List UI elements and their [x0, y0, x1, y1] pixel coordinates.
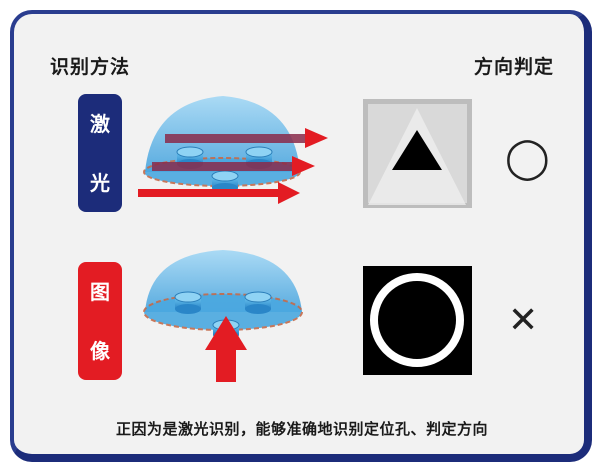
laser-tag: 激 光 — [78, 94, 122, 212]
ring-mark — [370, 273, 464, 367]
laser-hole-right — [245, 146, 273, 169]
laser-tag-char-2: 光 — [90, 170, 110, 195]
laser-scan-image — [363, 99, 472, 208]
laser-beam-bottom — [138, 182, 300, 204]
content-card — [10, 10, 592, 462]
laser-beam-top — [165, 128, 328, 148]
circle-icon: ◯ — [505, 135, 550, 181]
triangle-mark — [392, 130, 442, 170]
method-heading: 识别方法 — [50, 56, 131, 78]
direction-heading: 方向判定 — [474, 56, 555, 78]
cross-icon: ✕ — [508, 300, 539, 341]
laser-tag-char-1: 激 — [90, 111, 110, 136]
image-tag: 图 像 — [78, 262, 122, 380]
image-tag-char-2: 像 — [90, 338, 110, 363]
laser-beam-middle — [152, 156, 315, 176]
footer-caption: 正因为是激光识别，能够准确地识别定位孔、判定方向 — [115, 420, 488, 438]
image-tag-char-1: 图 — [90, 279, 110, 304]
image-hole-left — [174, 291, 202, 314]
image-hole-right — [244, 291, 272, 314]
camera-image — [363, 266, 472, 375]
camera-arrow — [205, 316, 247, 382]
